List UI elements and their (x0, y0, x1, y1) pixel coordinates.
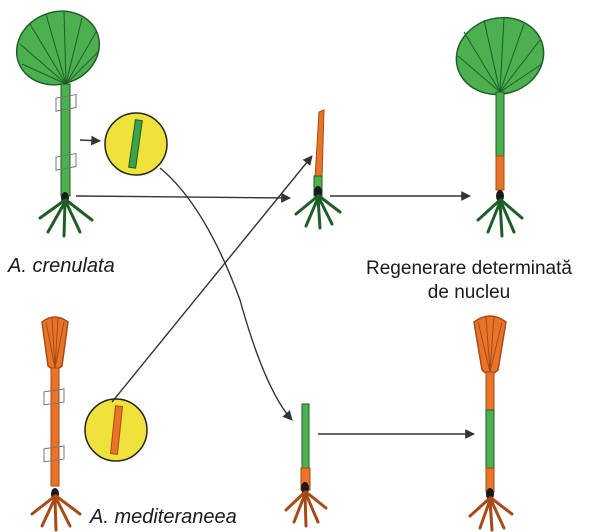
regenerated-mediterranea-type (470, 316, 512, 530)
crenulata-cap (6, 0, 110, 96)
arrow-rhizoid-to-graft (76, 196, 290, 198)
regeneration-caption: Regenerare determinată de nucleu (338, 257, 600, 305)
regenerated-crenulata-type (448, 8, 553, 236)
mediterranea-stalk (51, 368, 59, 486)
regeneration-line-2: de nucleu (338, 281, 600, 305)
mediterranea-stalk-fragment (85, 399, 147, 461)
label-a-mediterranea: A. mediteraneea (90, 506, 237, 529)
regeneration-line-1: Regenerare determinată (338, 257, 600, 281)
graft-top (296, 110, 340, 228)
crenulata-cell (6, 0, 110, 236)
crenulata-stalk-fragment (105, 113, 167, 175)
graft-bottom (286, 404, 326, 526)
crenulata-stalk (61, 84, 70, 196)
arrow-to-fragment (80, 140, 100, 141)
arrow-med-fragment-to-graft-top (112, 156, 312, 402)
label-a-crenulata: A. crenulata (8, 255, 115, 278)
mediterranea-cell (32, 317, 80, 530)
